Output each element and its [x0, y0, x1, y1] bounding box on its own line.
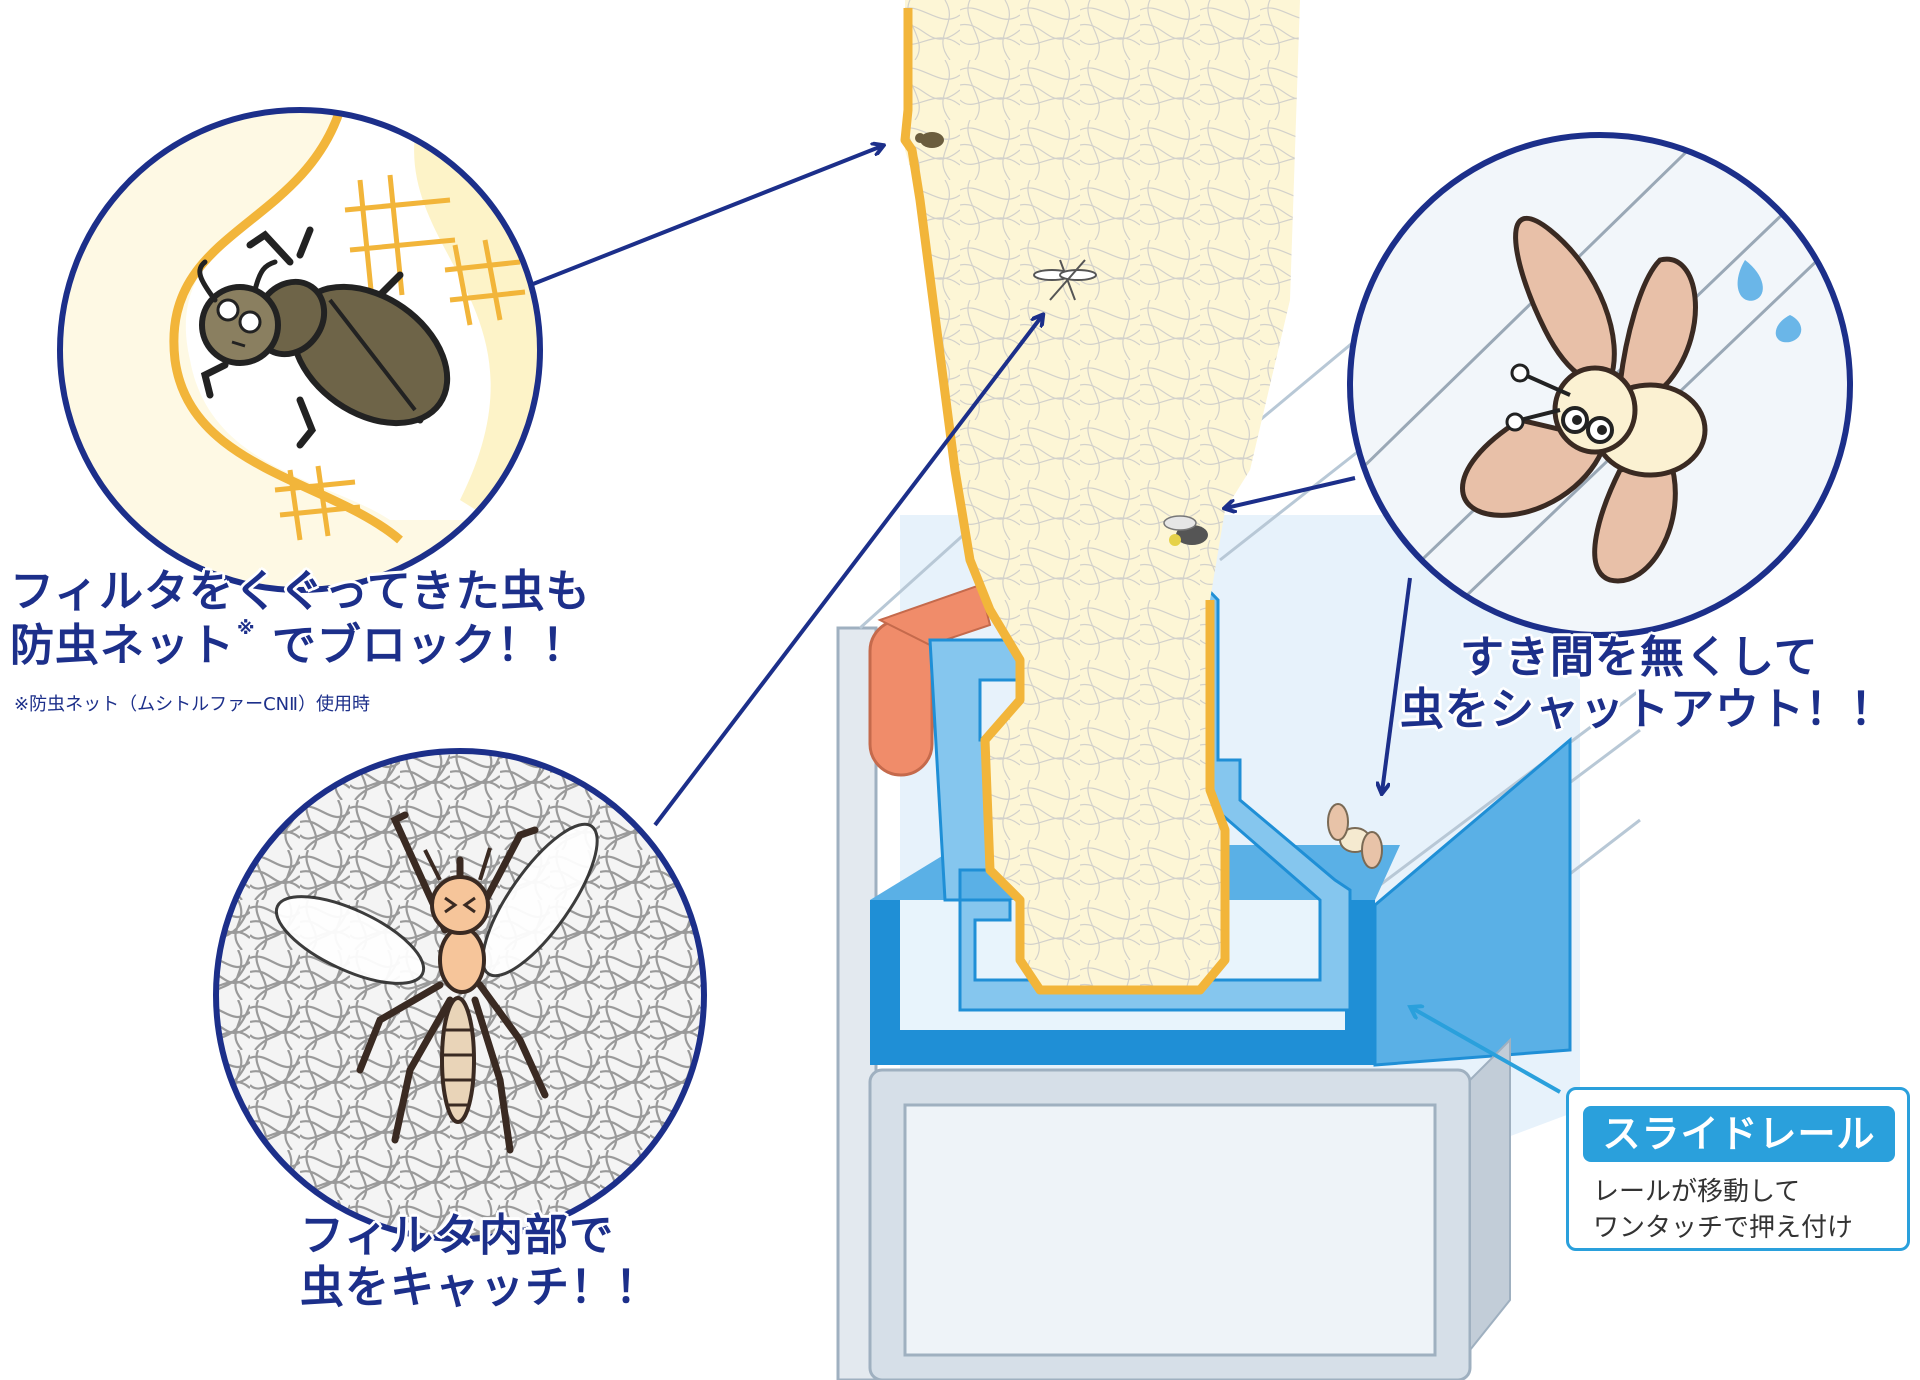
slide-rail-line-1: レールが移動して: [1593, 1177, 1801, 1207]
moth-icon: [1460, 215, 1708, 584]
net-block-circle: [57, 107, 543, 593]
small-fly-icon: [1163, 515, 1208, 546]
filter-media: [900, 0, 1300, 995]
slide-rail-description: レールが移動して ワンタッチで押え付け: [1593, 1174, 1853, 1247]
sweat-drops-icon: [1737, 260, 1802, 343]
gap-shutout-caption: すき間を無くして 虫をシャットアウト！！: [1400, 632, 1895, 736]
net-block-product: 防虫ネット: [10, 619, 235, 671]
slide-rail-line-2: ワンタッチで押え付け: [1593, 1213, 1854, 1244]
small-mosquito-icon: [1033, 259, 1097, 301]
filter-catch-circle: [213, 748, 707, 1242]
small-beetle-icon: [915, 132, 944, 148]
beetle-icon: [197, 226, 451, 449]
net-block-mark: ※: [237, 617, 256, 639]
filter-catch-line-2: 虫をキャッチ！！: [300, 1261, 660, 1313]
pointer-arrows: [527, 146, 1412, 827]
net-block-caption: フィルタをくぐってきた虫も 防虫ネット※ でブロック！！: [10, 566, 591, 672]
net-block-suffix: でブロック！！: [271, 619, 587, 671]
gap-shutout-line-2: 虫をシャットアウト！！: [1400, 683, 1895, 735]
mosquito-icon: [274, 811, 599, 1154]
net-block-line-1: フィルタをくぐってきた虫も: [10, 566, 591, 617]
small-moth-icon: [1327, 803, 1383, 869]
rail-pointer-arrow: [1412, 1008, 1561, 1094]
gap-shutout-line-1: すき間を無くして: [1460, 632, 1819, 683]
net-mesh: [274, 174, 526, 541]
filter-catch-line-1: フィルタ内部で: [300, 1210, 615, 1261]
filter-catch-caption: フィルタ内部で 虫をキャッチ！！: [300, 1210, 660, 1314]
net-block-line-2: 防虫ネット※ でブロック！！: [10, 618, 591, 672]
gap-shutout-circle: [1347, 132, 1853, 638]
slide-rail-callout: スライドレール レールが移動して ワンタッチで押え付け: [1566, 1087, 1910, 1251]
net-block-footnote: ※防虫ネット（ムシトルファーCNⅡ）使用時: [14, 694, 370, 715]
slide-rail-title: スライドレール: [1583, 1106, 1895, 1162]
